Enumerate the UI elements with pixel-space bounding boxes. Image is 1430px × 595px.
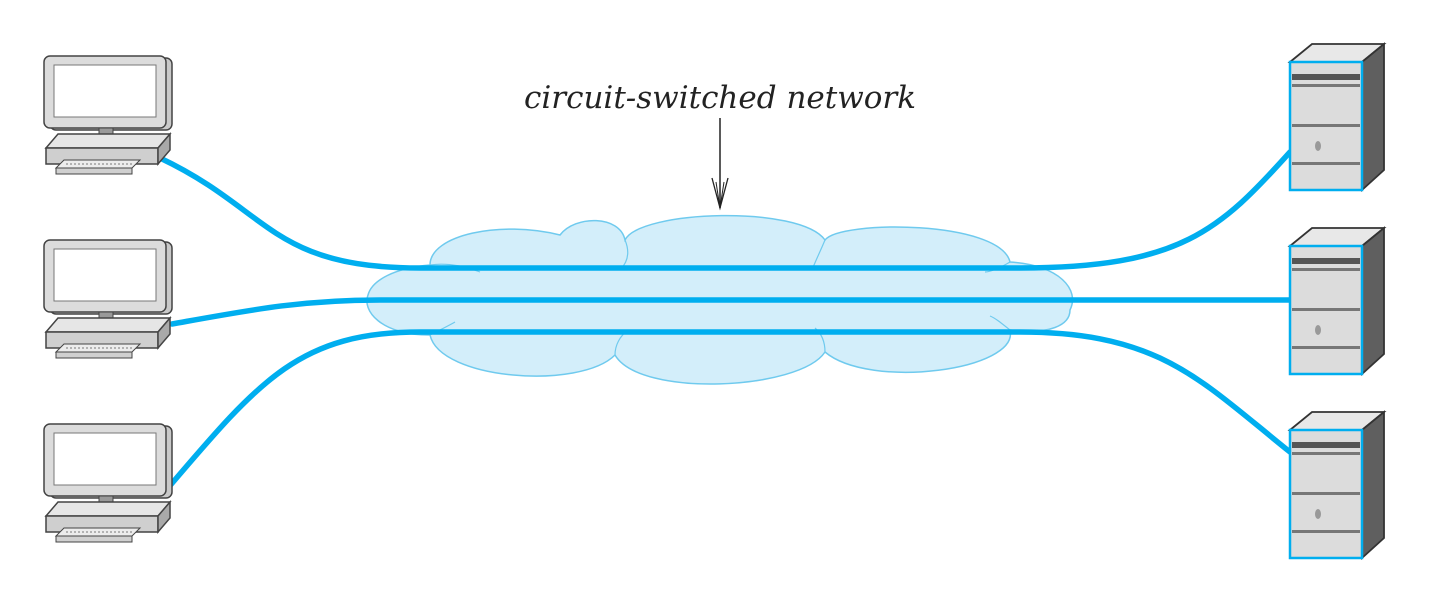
server-1	[1288, 42, 1386, 192]
server-tower-icon	[1288, 410, 1386, 560]
server-2	[1288, 226, 1386, 376]
circuit-link	[165, 329, 1293, 491]
server-tower-icon	[1288, 226, 1386, 376]
network-label: circuit-switched network	[524, 80, 916, 116]
desktop-computer-icon	[43, 55, 173, 175]
desktop-computer-icon	[43, 423, 173, 543]
circuit-link	[157, 149, 1293, 271]
client-computer-1	[43, 55, 173, 175]
server-3	[1288, 410, 1386, 560]
client-computer-2	[43, 239, 173, 359]
server-tower-icon	[1288, 42, 1386, 192]
client-computer-3	[43, 423, 173, 543]
desktop-computer-icon	[43, 239, 173, 359]
circuit-link	[169, 297, 1293, 327]
label-arrow	[711, 118, 729, 211]
